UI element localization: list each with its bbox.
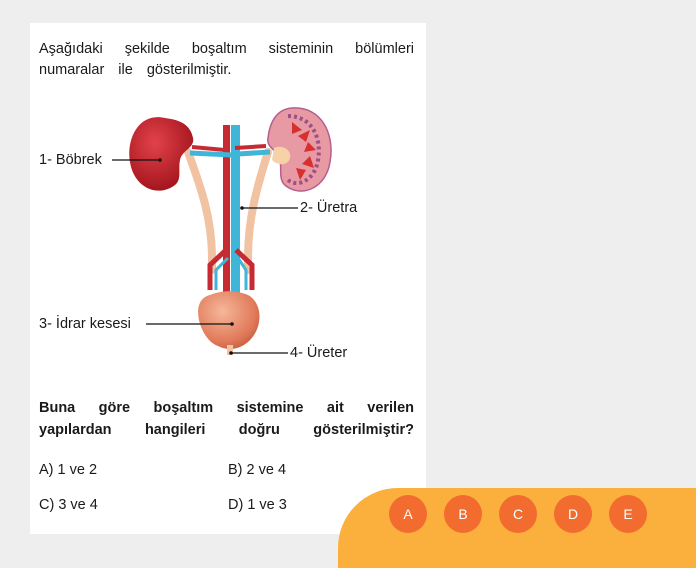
answer-button-e[interactable]: E	[609, 495, 647, 533]
label-bladder: 3- İdrar kesesi	[39, 316, 131, 332]
answer-button-d[interactable]: D	[554, 495, 592, 533]
label-ureter: 4- Üreter	[290, 345, 348, 361]
option-c[interactable]: C) 3 ve 4	[39, 497, 98, 513]
answer-button-b[interactable]: B	[444, 495, 482, 533]
option-d[interactable]: D) 1 ve 3	[228, 497, 287, 513]
urinary-system-figure	[30, 100, 426, 365]
intro-line-1: Aşağıdaki şekilde boşaltım sisteminin bö…	[39, 41, 414, 57]
question-intro: Aşağıdaki şekilde boşaltım sisteminin bö…	[39, 39, 414, 81]
intro-line-2: numaralar ile gösterilmiştir.	[39, 62, 232, 78]
answer-button-c[interactable]: C	[499, 495, 537, 533]
prompt-line-2: yapılardan hangileri doğru gösterilmişti…	[39, 422, 414, 438]
label-urethra: 2- Üretra	[300, 200, 358, 216]
answer-button-a[interactable]: A	[389, 495, 427, 533]
option-a[interactable]: A) 1 ve 2	[39, 462, 98, 478]
label-kidney: 1- Böbrek	[39, 152, 102, 168]
question-prompt: Buna göre boşaltım sistemine ait verilen…	[39, 397, 414, 441]
option-b[interactable]: B) 2 ve 4	[228, 462, 287, 478]
urinary-system-illustration	[112, 107, 332, 355]
prompt-line-1: Buna göre boşaltım sistemine ait verilen	[39, 400, 414, 416]
